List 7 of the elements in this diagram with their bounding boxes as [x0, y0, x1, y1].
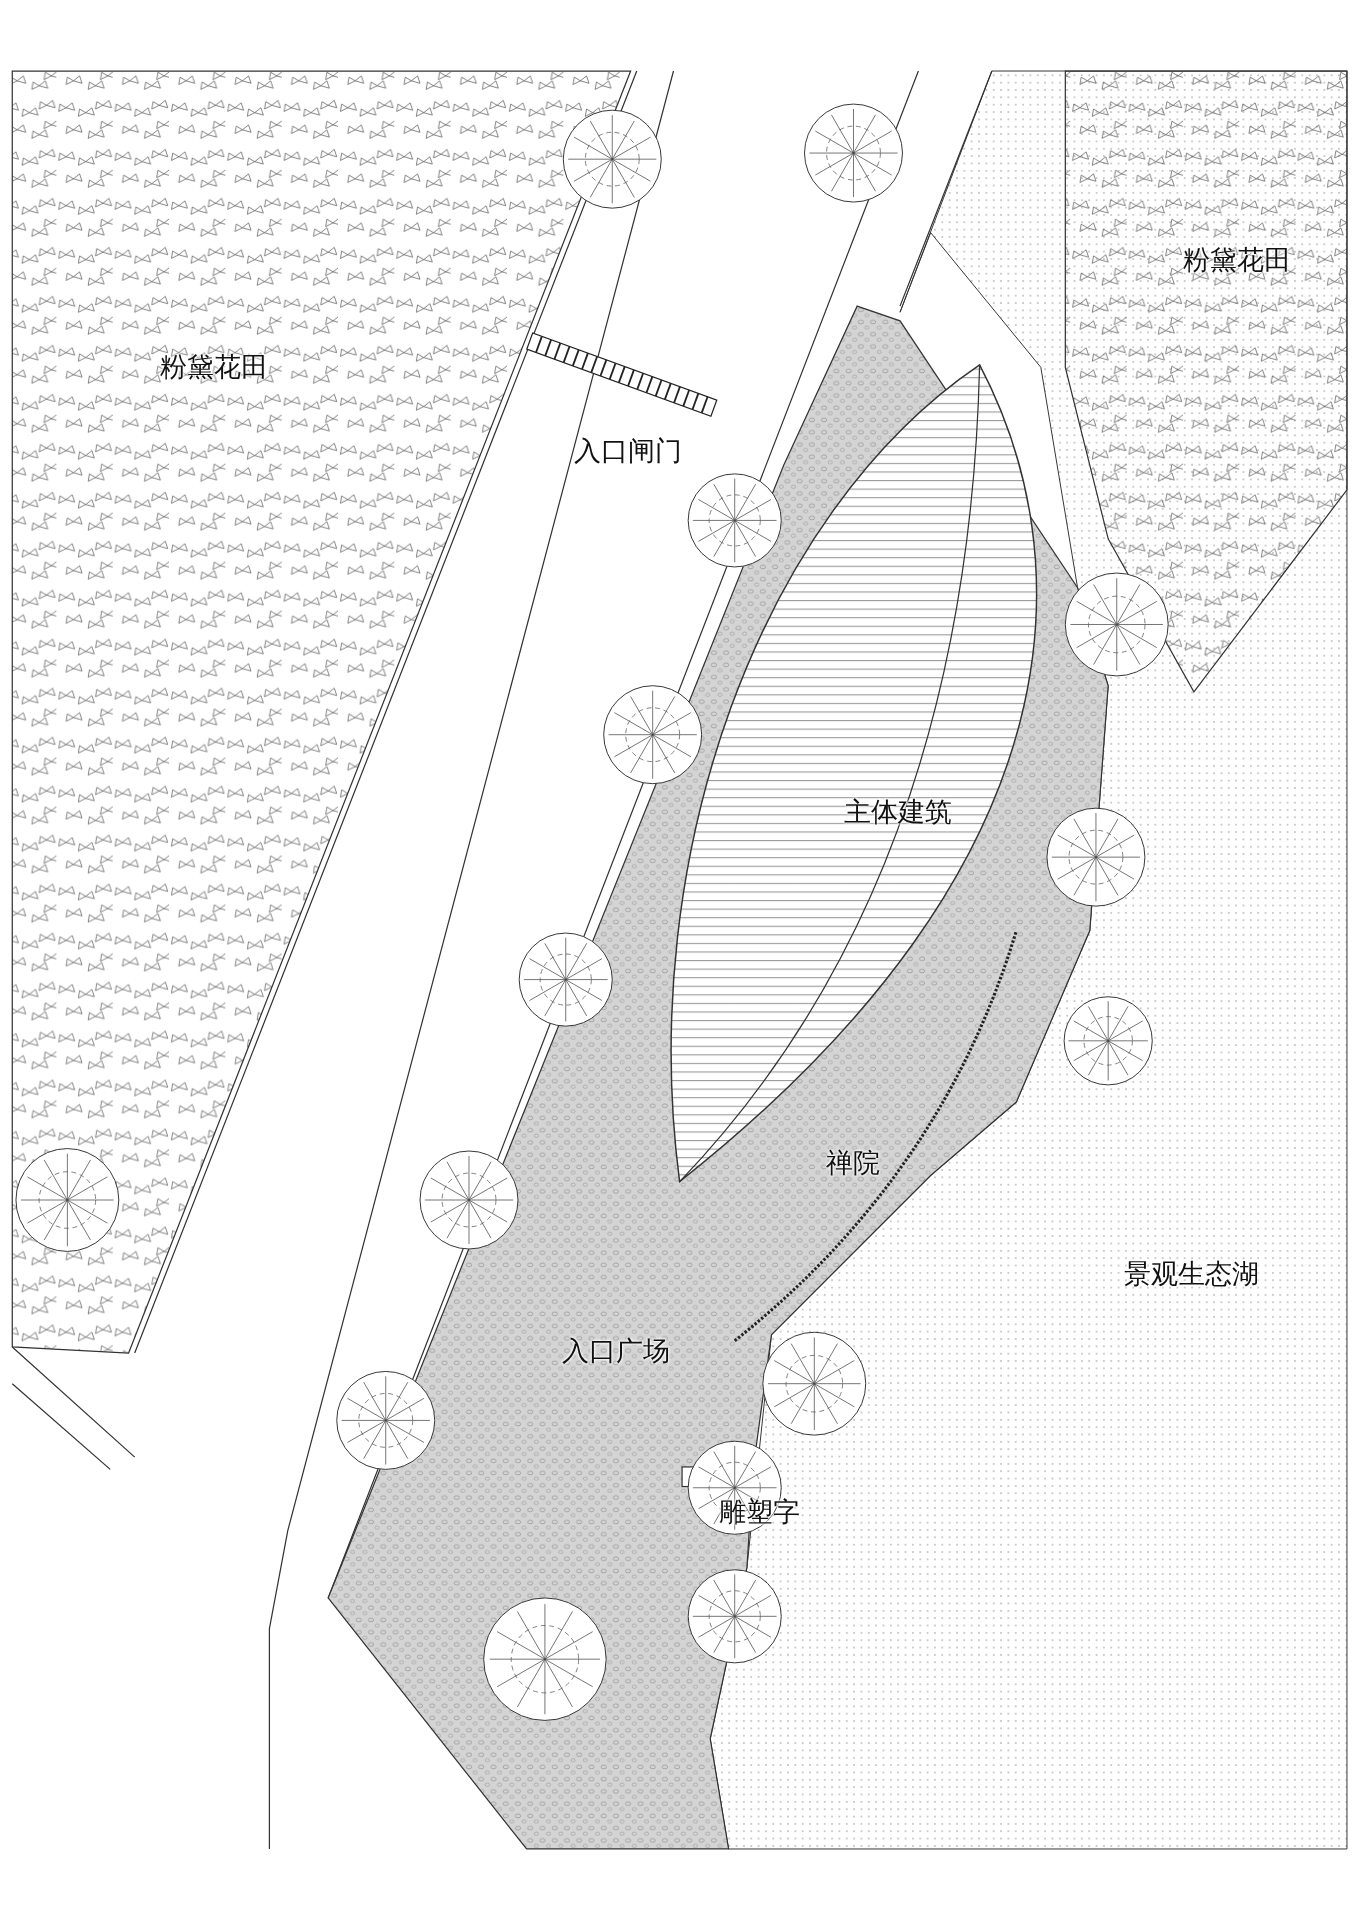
area-label: 粉黛花田 [160, 350, 269, 385]
area-label: 雕塑字 [718, 1495, 800, 1530]
area-label: 粉黛花田 [1182, 242, 1291, 277]
area-label: 入口广场 [561, 1333, 670, 1368]
area-label: 景观生态湖 [1123, 1256, 1259, 1291]
area-label: 入口闸门 [574, 433, 683, 468]
area-label: 禅院 [826, 1146, 881, 1181]
